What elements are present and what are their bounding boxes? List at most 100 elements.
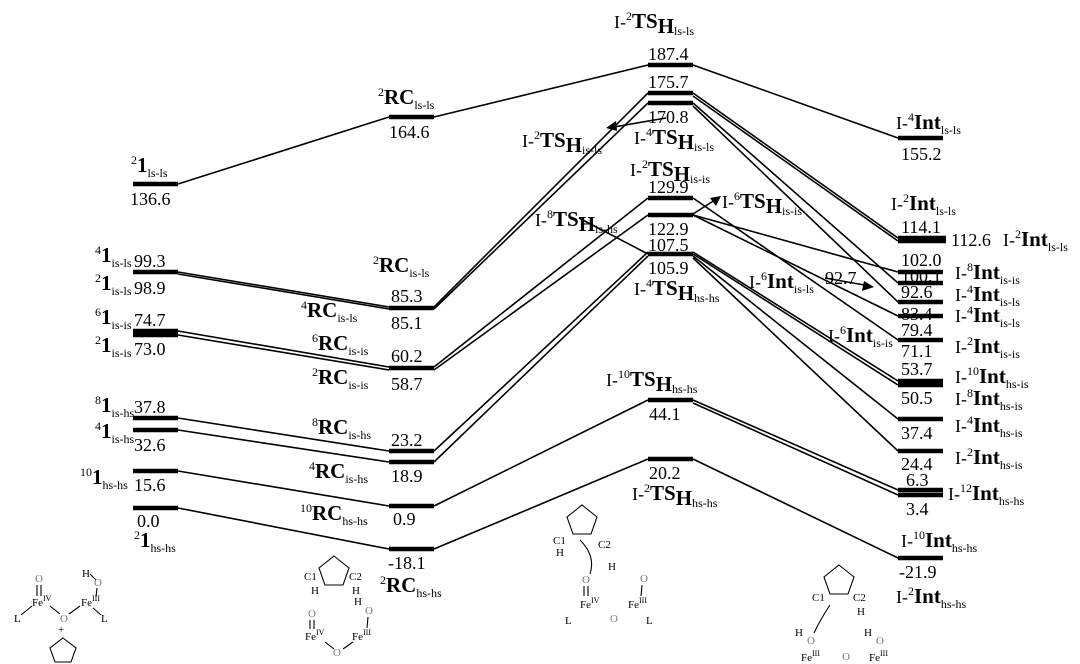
connector bbox=[177, 429, 390, 463]
species-label: 21is-is bbox=[95, 333, 132, 360]
species-label: 2RChs-hs bbox=[380, 573, 442, 600]
oxygen-atom: O bbox=[94, 577, 102, 589]
species-label: 2RCls-ls bbox=[378, 85, 435, 112]
energy-value: 24.4 bbox=[901, 454, 933, 474]
energy-value: 100.1 bbox=[901, 266, 942, 286]
iron-atom: FeIII bbox=[801, 649, 820, 664]
connector bbox=[692, 64, 899, 139]
connector bbox=[177, 330, 390, 368]
connector bbox=[177, 470, 390, 507]
bond-line bbox=[640, 584, 643, 597]
cyclopentane-ring bbox=[318, 555, 350, 586]
energy-value: 136.6 bbox=[130, 189, 171, 209]
energy-values: 136.6 99.3 98.9 74.7 73.0 37.8 32.6 15.6… bbox=[130, 44, 991, 582]
species-label: I-6TSHis-is bbox=[722, 189, 802, 218]
carbon-label: C2 bbox=[349, 571, 362, 583]
iron-atom: FeIII bbox=[81, 594, 100, 609]
species-label: I-2Inths-is bbox=[955, 445, 1023, 472]
bond-line bbox=[68, 605, 81, 615]
energy-value: 98.9 bbox=[134, 278, 166, 298]
bond-line bbox=[342, 641, 354, 650]
hydrogen-atom: H bbox=[82, 568, 90, 580]
oxygen-atom: O bbox=[610, 613, 618, 625]
species-label: 41is-ls bbox=[95, 243, 132, 270]
arrowhead bbox=[862, 281, 874, 291]
energy-value: 92.6 bbox=[901, 282, 933, 302]
energy-value: -18.1 bbox=[388, 553, 426, 573]
structure-ts: C1 C2 H H O FeIV O FeIII L L O bbox=[553, 504, 653, 627]
species-label: 61is-is bbox=[95, 305, 132, 332]
species-label: I-2Intls-ls bbox=[891, 191, 956, 218]
energy-value: 60.2 bbox=[391, 346, 423, 366]
connector bbox=[433, 64, 649, 118]
species-label: I-4TSHis-ls bbox=[634, 125, 714, 154]
connector bbox=[433, 102, 649, 310]
species-label: 41is-hs bbox=[95, 419, 135, 446]
species-label: 2RCis-is bbox=[312, 365, 369, 392]
bond-line bbox=[92, 607, 102, 616]
species-label: I-4Intis-ls bbox=[955, 282, 1020, 309]
bond-line bbox=[89, 573, 97, 581]
energy-value: 18.9 bbox=[391, 466, 423, 486]
species-label: I-6Intis-ls bbox=[749, 269, 814, 296]
hydrogen-atom: H bbox=[311, 585, 319, 597]
cyclopentane-ring bbox=[823, 564, 855, 595]
energy-value: 175.7 bbox=[648, 72, 689, 92]
oxygen-atom: O bbox=[35, 573, 43, 585]
species-label: I-6Intis-is bbox=[828, 323, 893, 350]
energy-value: 0.9 bbox=[393, 509, 416, 529]
energy-value: 32.6 bbox=[134, 435, 166, 455]
species-label: I-10Inths-is bbox=[955, 364, 1029, 391]
species-label: 21is-ls bbox=[95, 271, 132, 298]
species-label: 6RCis-is bbox=[312, 331, 369, 358]
species-label: 21ls-ls bbox=[131, 153, 168, 180]
energy-value: 107.5 bbox=[648, 235, 689, 255]
arrowhead bbox=[710, 196, 721, 206]
energy-value: 114.1 bbox=[901, 217, 941, 237]
species-label: I-8TSHis-hs bbox=[535, 207, 618, 236]
hydrogen-atom: H bbox=[864, 627, 872, 639]
energy-value: 37.4 bbox=[901, 423, 933, 443]
carbon-label: C1 bbox=[553, 535, 566, 547]
species-label: I-8Intis-is bbox=[955, 260, 1020, 287]
species-label: I-4Inths-is bbox=[955, 413, 1023, 440]
connector-lines bbox=[177, 64, 899, 559]
arrowhead bbox=[606, 121, 617, 131]
species-label: I-4Intis-ls bbox=[955, 303, 1020, 330]
energy-value: 37.8 bbox=[134, 397, 166, 417]
connector bbox=[692, 214, 899, 317]
hydrogen-atom: H bbox=[795, 627, 803, 639]
hydrogen-atom: H bbox=[352, 585, 360, 597]
species-label: I-10TSHhs-hs bbox=[606, 367, 698, 396]
species-labels: 21ls-ls 41is-ls 21is-ls 61is-is 21is-is … bbox=[80, 9, 1068, 611]
species-label: I-2Intis-is bbox=[955, 334, 1020, 361]
cyclopentane-ring bbox=[566, 504, 598, 535]
structure-reactant: O FeIV L O FeIII L H O + bbox=[14, 568, 108, 663]
energy-levels bbox=[133, 62, 946, 561]
bond-line bbox=[95, 587, 98, 598]
species-label: I-4Intls-ls bbox=[896, 110, 961, 137]
connector bbox=[177, 271, 390, 308]
iron-atom: FeIV bbox=[32, 594, 52, 609]
iron-atom: FeIII bbox=[628, 596, 647, 611]
connector bbox=[692, 214, 899, 273]
species-label: I-2TSHis-is bbox=[630, 157, 710, 186]
ligand-label: L bbox=[14, 613, 21, 625]
energy-value: 92.7 bbox=[825, 268, 857, 288]
species-label: I-2Inths-hs bbox=[896, 584, 967, 611]
connector bbox=[692, 105, 899, 303]
energy-value: 53.7 bbox=[901, 359, 933, 379]
connector bbox=[433, 214, 649, 371]
connector bbox=[177, 273, 390, 310]
energy-value: 73.0 bbox=[134, 339, 166, 359]
energy-value: 3.4 bbox=[906, 499, 929, 519]
arrow-line bbox=[824, 277, 871, 287]
oxygen-atom: O bbox=[60, 613, 68, 625]
connector bbox=[177, 507, 390, 550]
arrow-line bbox=[607, 117, 667, 129]
iron-atom: FeIII bbox=[869, 649, 888, 664]
connector bbox=[692, 102, 899, 284]
connector bbox=[433, 255, 649, 463]
oxygen-atom: O bbox=[640, 573, 648, 585]
energy-value: 20.2 bbox=[649, 463, 681, 483]
